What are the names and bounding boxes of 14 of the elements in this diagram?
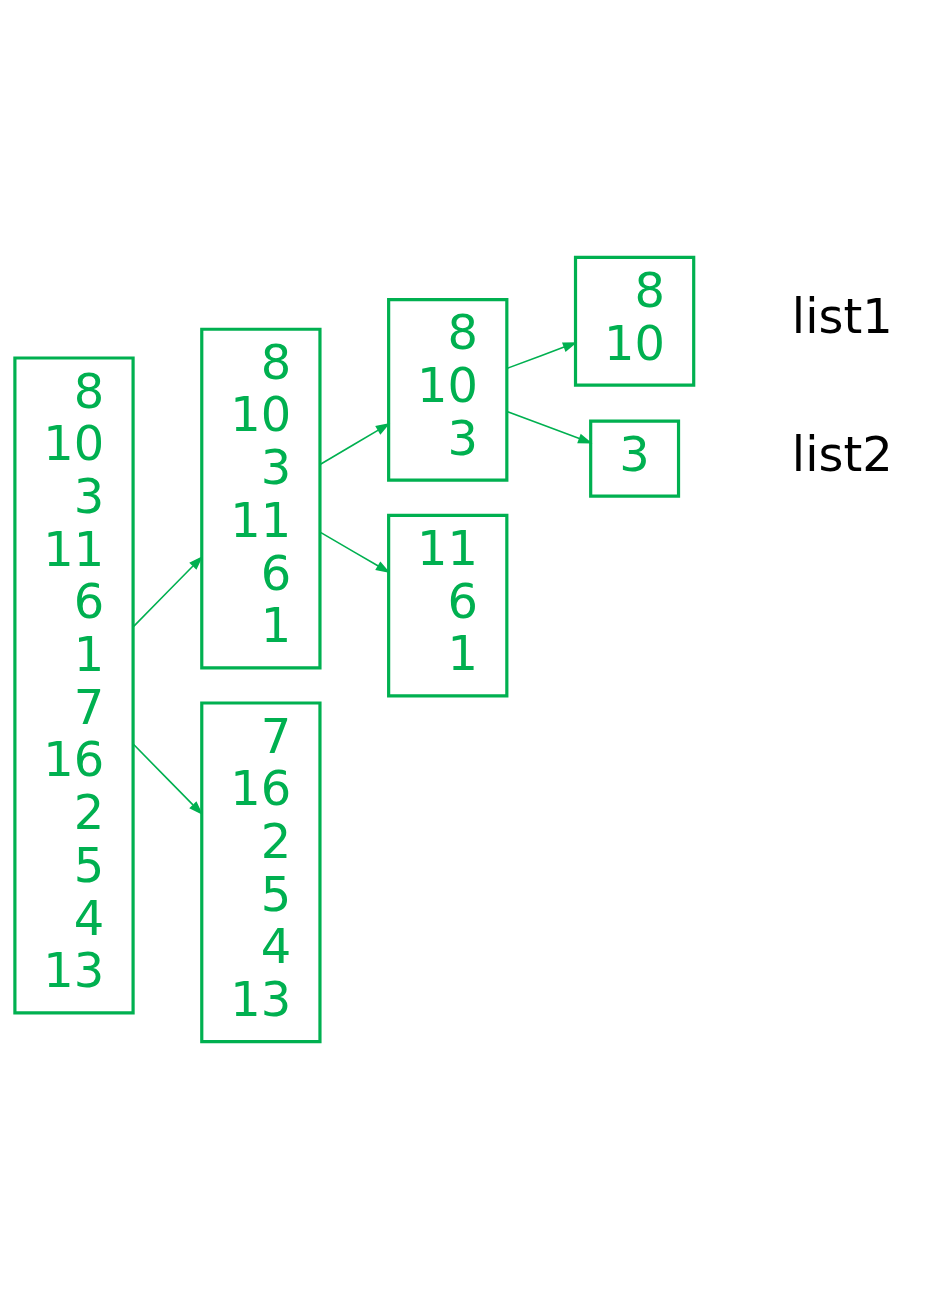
- node-box: 11 6 1: [387, 513, 509, 697]
- node-box: 8 10: [573, 255, 696, 387]
- arrow: [319, 530, 391, 573]
- node-label: list2: [791, 426, 893, 482]
- node-box: 7 16 2 5 4 13: [200, 700, 322, 1043]
- node-box: 3: [589, 419, 681, 498]
- arrow: [319, 422, 391, 465]
- node-box: 8 10 3 11 6 1: [200, 327, 322, 669]
- node-label: list1: [791, 288, 893, 344]
- node-box: 8 10 3: [387, 297, 509, 482]
- arrow: [132, 555, 203, 628]
- arrow: [132, 742, 203, 815]
- node-box: 8 10 3 11 6 1 7 16 2 5 4 13: [13, 355, 135, 1014]
- arrow: [506, 410, 593, 443]
